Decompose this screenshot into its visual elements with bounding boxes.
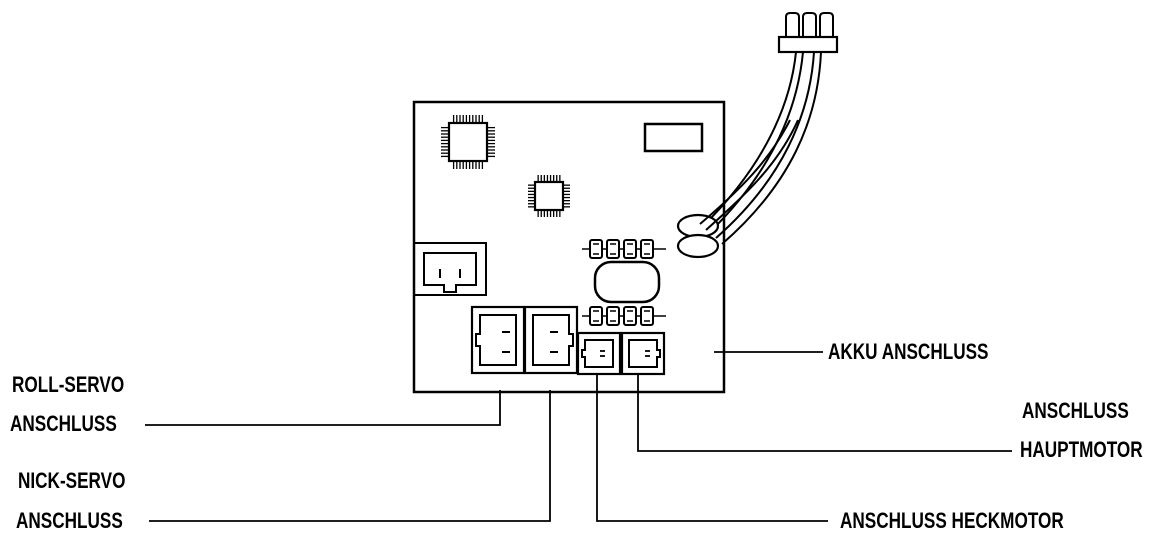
label-nick-servo-line2: ANSCHLUSS (16, 508, 123, 533)
label-hauptmotor-line2: HAUPTMOTOR (1020, 437, 1143, 462)
label-nick-servo-line1: NICK-SERVO (18, 468, 126, 493)
resistor-array-top (582, 239, 666, 259)
battery-plug (777, 12, 839, 54)
battery-cable (676, 51, 822, 259)
leader-nick-servo (149, 390, 551, 522)
label-heckmotor: ANSCHLUSS HECKMOTOR (840, 508, 1064, 533)
label-akku-anschluss: AKKU ANSCHLUSS (828, 339, 989, 364)
microcontroller-chip-small (528, 175, 570, 217)
rect-component (643, 122, 704, 153)
leader-roll-servo (145, 390, 501, 426)
label-roll-servo-line1: ROLL-SERVO (12, 372, 125, 397)
label-hauptmotor-line1: ANSCHLUSS (1022, 398, 1129, 423)
resistor-array-bottom (582, 306, 666, 326)
hauptmotor-connector (620, 331, 666, 376)
label-roll-servo-line2: ANSCHLUSS (10, 411, 117, 436)
microcontroller-chip-large (441, 115, 495, 169)
leader-heckmotor (596, 373, 828, 522)
leader-hauptmotor (637, 373, 1012, 452)
left-connector (413, 242, 487, 296)
heckmotor-connector (576, 331, 622, 376)
leader-lines (145, 351, 1012, 522)
oval-component (593, 260, 661, 304)
